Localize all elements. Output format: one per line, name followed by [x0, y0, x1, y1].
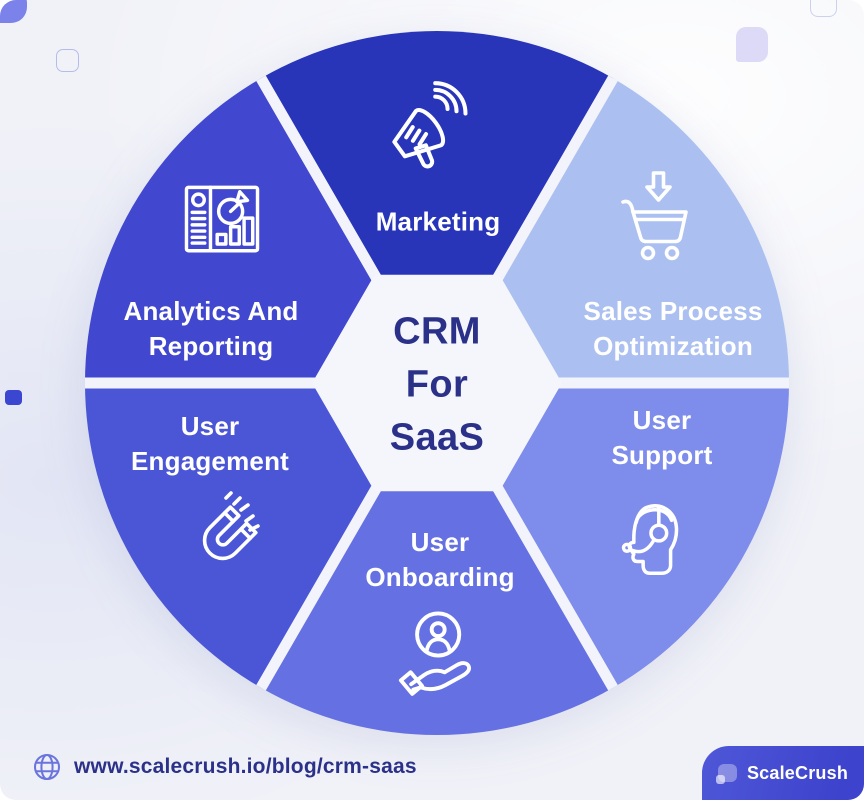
brand-name: ScaleCrush: [746, 762, 849, 783]
segment-support: [437, 383, 789, 688]
segment-label-analytics: Analytics And Reporting: [123, 294, 298, 364]
label-line: Support: [611, 440, 713, 470]
label-line: Marketing: [375, 206, 501, 237]
magnet-icon: [202, 491, 260, 561]
label-line: Onboarding: [365, 562, 515, 592]
outline-square-decoration: [810, 0, 837, 17]
segment-label-sales: Sales Process Optimization: [584, 294, 763, 364]
segment-marketing: [261, 31, 613, 384]
title-line: For: [405, 363, 469, 406]
label-line: Engagement: [130, 446, 290, 476]
label-line: Reporting: [148, 331, 274, 361]
segment-label-onboarding: User Onboarding: [365, 525, 514, 595]
segment-engagement: [85, 383, 437, 688]
label-line: Optimization: [593, 331, 753, 361]
scalecrush-badge: ScaleCrush: [702, 746, 864, 800]
title-line: SaaS: [389, 416, 485, 459]
label-line: User: [632, 405, 692, 435]
globe-icon: [33, 753, 61, 781]
dashboard-chart-icon: [184, 185, 260, 253]
title-line: CRM: [393, 310, 481, 353]
cart-download-icon: [621, 171, 688, 261]
segment-label-support: User Support: [611, 403, 712, 473]
megaphone-body: [392, 108, 446, 169]
center-title: CRM For SaaS: [390, 306, 485, 465]
attraction-lines: [224, 491, 260, 532]
scalecrush-logo-icon: [715, 764, 737, 784]
center-hexagon: [313, 274, 561, 492]
segment-analytics: [85, 78, 437, 383]
magnet-body: [202, 505, 258, 561]
label-line: User: [410, 527, 470, 557]
label-line: User: [180, 411, 240, 441]
headset-icon: [621, 504, 679, 576]
lavender-square-decoration: [736, 27, 768, 62]
blog-url: www.scalecrush.io/blog/crm-saas: [74, 755, 417, 778]
wheel-segments: [85, 31, 789, 735]
megaphone-icon: [392, 81, 468, 169]
segment-label-marketing: Marketing: [376, 205, 501, 240]
segment-onboarding: [261, 383, 613, 735]
label-line: Analytics And: [123, 296, 299, 326]
sound-waves: [433, 81, 468, 116]
hand-user-icon: [398, 611, 472, 696]
download-arrow: [645, 171, 672, 202]
blue-square-decoration: [5, 390, 22, 405]
label-line: Sales Process: [583, 296, 763, 326]
outline-square-decoration: [56, 49, 79, 72]
corner-blob-decoration: [0, 0, 27, 23]
footer: www.scalecrush.io/blog/crm-saas: [0, 734, 864, 800]
segment-label-engagement: User Engagement: [131, 409, 289, 479]
segment-sales: [437, 78, 789, 383]
